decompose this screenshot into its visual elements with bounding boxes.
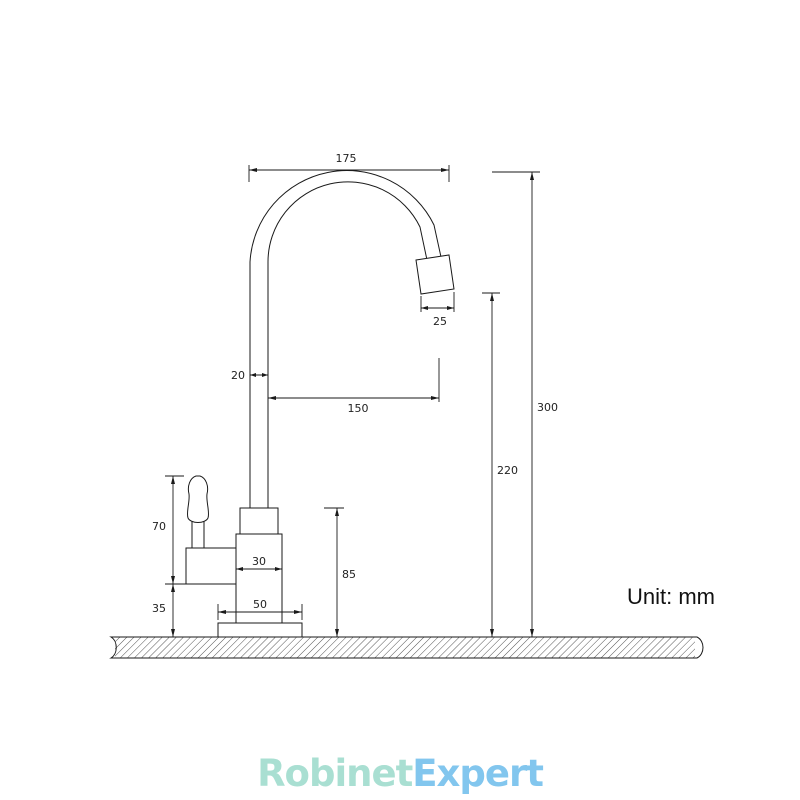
dimension-label-85: 85 — [342, 568, 356, 581]
dimension-label-300: 300 — [537, 401, 558, 414]
dimension-label-175: 175 — [336, 152, 357, 165]
dimension-body-to-spout: 150 — [267, 358, 440, 415]
brand-name-part1: Robinet — [257, 752, 413, 795]
dimension-spout-reach: 175 — [248, 152, 450, 182]
handle-lever — [186, 475, 210, 523]
spout-outer-line — [249, 170, 442, 508]
handle-housing — [185, 547, 237, 585]
dimension-total-height: 300 — [492, 171, 558, 637]
dimension-label-150: 150 — [348, 402, 369, 415]
dimension-label-50: 50 — [253, 598, 267, 611]
dimension-label-25: 25 — [433, 315, 447, 328]
brand-name-part2: Expert — [412, 752, 544, 795]
faucet-base — [217, 622, 303, 638]
dimension-body-width: 30 — [235, 555, 283, 578]
dimension-label-35: 35 — [152, 602, 166, 615]
faucet — [185, 170, 455, 638]
countertop — [109, 636, 704, 659]
spout-inner-line — [267, 181, 428, 508]
dimension-spout-height: 220 — [482, 292, 518, 637]
dimension-pipe-diameter: 20 — [231, 366, 269, 384]
handle-stem — [191, 519, 205, 549]
dimension-label-70: 70 — [152, 520, 166, 533]
faucet-collar — [239, 507, 279, 535]
dimension-label-20: 20 — [231, 369, 245, 382]
aerator — [415, 254, 455, 295]
dimension-aerator-width: 25 — [420, 292, 455, 328]
faucet-body — [235, 533, 283, 624]
dimension-base-width: 50 — [217, 598, 303, 620]
unit-label: Unit: mm — [627, 584, 715, 609]
dimension-handle-heights: 70 35 — [152, 475, 186, 638]
dimension-label-30: 30 — [252, 555, 266, 568]
dimension-label-220: 220 — [497, 464, 518, 477]
brand-logo: RobinetExpert — [0, 752, 800, 795]
dimension-body-height: 85 — [324, 507, 356, 638]
